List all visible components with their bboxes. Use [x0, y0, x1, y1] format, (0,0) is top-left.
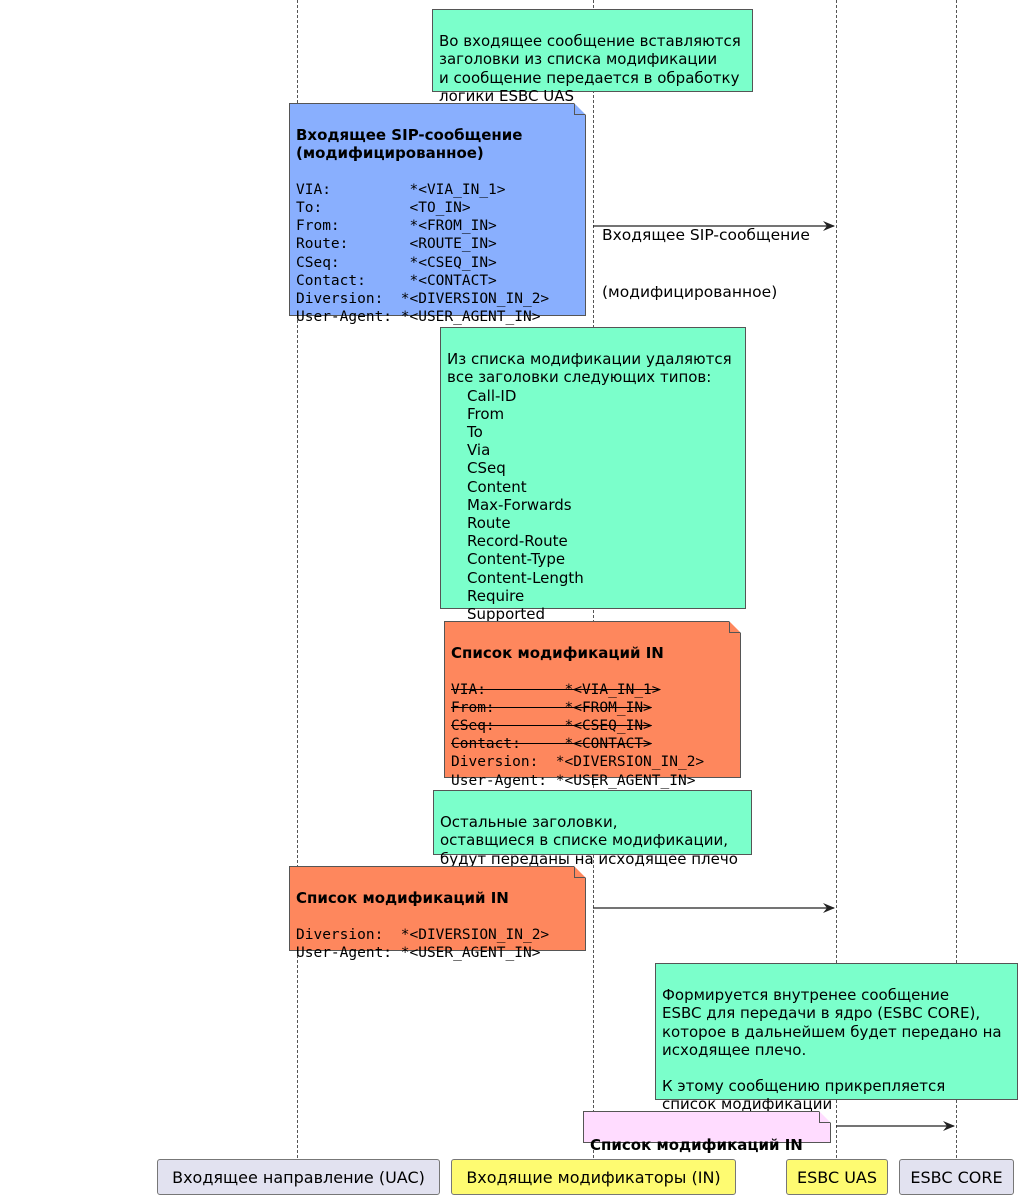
note-title: Список модификаций IN [451, 644, 664, 663]
note-line: Остальные заголовки, [440, 813, 618, 832]
note-line: К этому сообщению прикрепляется [662, 1077, 946, 1096]
struck-header-line: CSeq: *<CSEQ_IN> [451, 718, 652, 735]
message-label-line-2: (модифицированное) [602, 283, 778, 301]
actor-esbc-uas[interactable]: ESBC UAS [786, 1159, 888, 1195]
note-spacer [296, 907, 579, 925]
note-line: логики ESBC UAS [439, 86, 574, 105]
header-type-item: Record-Route [467, 532, 568, 551]
message-label-sip-modified: Входящее SIP-сообщение (модифицированное… [602, 188, 810, 321]
header-type-item: Content [467, 477, 527, 496]
note-modification-list-in-3: Список модификаций IN [583, 1111, 831, 1154]
struck-header-line: VIA: *<VIA_IN_1> [451, 681, 661, 698]
header-line: To: <TO_IN> [296, 200, 471, 217]
note-modification-list-in-2: Список модификаций IN Diversion: *<DIVER… [289, 866, 586, 961]
header-line: Diversion: *<DIVERSION_IN_2> [296, 291, 550, 308]
header-type-item: Call-ID [467, 386, 517, 405]
note-line: все заголовки следующих типов: [447, 368, 712, 387]
header-line: User-Agent: *<USER_AGENT_IN> [451, 772, 696, 789]
header-line: User-Agent: *<USER_AGENT_IN> [296, 309, 541, 326]
lifeline-esbc-core [956, 0, 957, 1158]
note-title: Входящее SIP-сообщение [296, 126, 523, 145]
note-line: исходящее плечо. [662, 1040, 807, 1059]
note-modified-sip-message: Входящее SIP-сообщение(модифицированное)… [289, 103, 586, 325]
header-type-item: Content-Length [467, 568, 584, 587]
header-line: Contact: *<CONTACT> [296, 272, 497, 289]
actor-incoming-modifiers-in[interactable]: Входящие модификаторы (IN) [451, 1159, 736, 1195]
note-line: список модификации [662, 1095, 833, 1114]
struck-header-line: Contact: *<CONTACT> [451, 736, 652, 753]
message-label-line-1: Входящее SIP-сообщение [602, 226, 810, 244]
header-line: VIA: *<VIA_IN_1> [296, 181, 506, 198]
note-line: Формируется внутренее сообщение [662, 986, 950, 1005]
lifeline-uac [297, 0, 298, 1158]
note-line: ESBC для передачи в ядро (ESBC CORE), [662, 1004, 981, 1023]
note-line: Из списка модификации удаляются [447, 350, 732, 369]
struck-header-line: From: *<FROM_IN> [451, 699, 652, 716]
note-title: Список модификаций IN [590, 1136, 803, 1155]
header-type-item: Max-Forwards [467, 495, 572, 514]
header-type-item: Via [467, 441, 491, 460]
lifeline-esbc-uas [836, 0, 837, 1158]
header-type-item: CSeq [467, 459, 506, 478]
header-line: Route: <ROUTE_IN> [296, 236, 497, 253]
header-line: CSeq: *<CSEQ_IN> [296, 254, 497, 271]
note-spacer [296, 163, 579, 181]
note-line: и сообщение передается в обработку [439, 68, 740, 87]
header-type-item: From [467, 404, 505, 423]
note-title: Список модификаций IN [296, 889, 509, 908]
header-line: Diversion: *<DIVERSION_IN_2> [451, 754, 705, 771]
actor-esbc-core[interactable]: ESBC CORE [899, 1159, 1014, 1195]
header-line: From: *<FROM_IN> [296, 218, 497, 235]
header-line: Diversion: *<DIVERSION_IN_2> [296, 926, 550, 943]
note-line: которое в дальнейшем будет передано на [662, 1022, 1002, 1041]
header-type-item: Route [467, 514, 511, 533]
header-line: User-Agent: *<USER_AGENT_IN> [296, 944, 541, 961]
note-line: будут переданы на исходящее плечо [440, 849, 738, 868]
actor-incoming-direction-uac[interactable]: Входящее направление (UAC) [157, 1159, 440, 1195]
note-title: (модифицированное) [296, 144, 484, 163]
header-type-item: Require [467, 586, 525, 605]
note-line: Во входящее сообщение вставляются [439, 32, 741, 51]
header-type-item: Content-Type [467, 550, 566, 569]
note-spacer [662, 1059, 1011, 1077]
header-type-item: Supported [467, 605, 546, 624]
note-modification-list-in-1: Список модификаций IN VIA: *<VIA_IN_1>Fr… [444, 621, 741, 789]
header-type-item: To [467, 423, 483, 442]
note-spacer [451, 662, 734, 680]
note-remaining-headers: Остальные заголовки,оставщиеся в списке … [433, 790, 752, 868]
note-line: заголовки из списка модификации [439, 50, 718, 69]
note-line: оставщиеся в списке модификации, [440, 831, 728, 850]
